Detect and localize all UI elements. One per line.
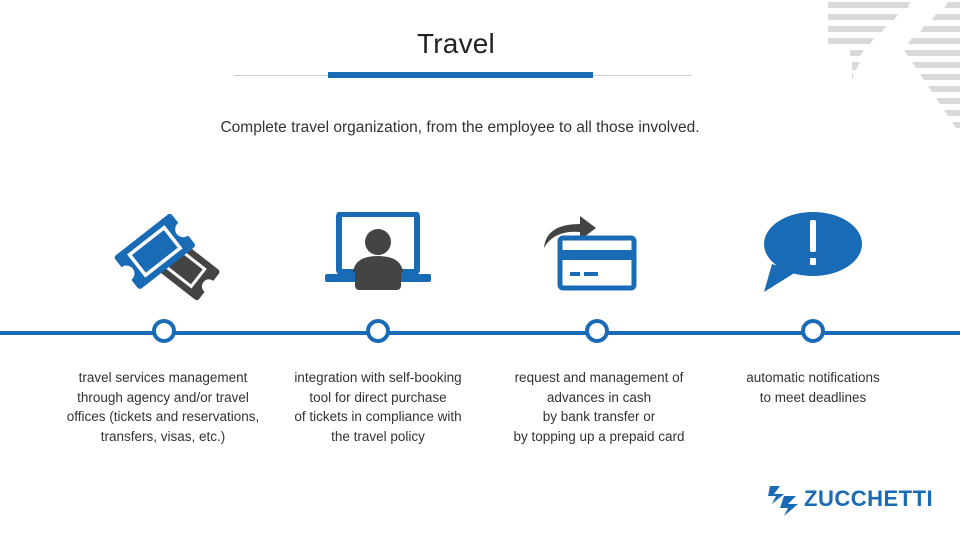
timeline-line bbox=[0, 331, 960, 335]
title-accent-bar bbox=[328, 72, 593, 78]
step-caption-self-booking: integration with self-booking tool for d… bbox=[294, 370, 462, 444]
page-subtitle: Complete travel organization, from the e… bbox=[220, 119, 700, 136]
laptop-user-icon bbox=[325, 212, 431, 290]
timeline-node bbox=[801, 319, 825, 343]
zucchetti-logo: ZUCCHETTI bbox=[766, 482, 936, 518]
step-caption-notifications: automatic notifications to meet deadline… bbox=[746, 370, 880, 405]
step-caption-travel-services: travel services management through agenc… bbox=[66, 370, 260, 444]
timeline-node bbox=[366, 319, 390, 343]
timeline-node bbox=[585, 319, 609, 343]
credit-card-transfer-icon bbox=[544, 216, 637, 291]
logo-text: ZUCCHETTI bbox=[804, 486, 934, 511]
page-title: Travel bbox=[417, 28, 495, 59]
step-caption-cash-advances: request and management of advances in ca… bbox=[513, 370, 685, 444]
ticket-icon bbox=[114, 213, 220, 300]
notification-bubble-icon bbox=[764, 212, 862, 292]
zucchetti-mark-icon bbox=[768, 486, 798, 516]
timeline-node bbox=[152, 319, 176, 343]
corner-decoration bbox=[828, 2, 960, 128]
